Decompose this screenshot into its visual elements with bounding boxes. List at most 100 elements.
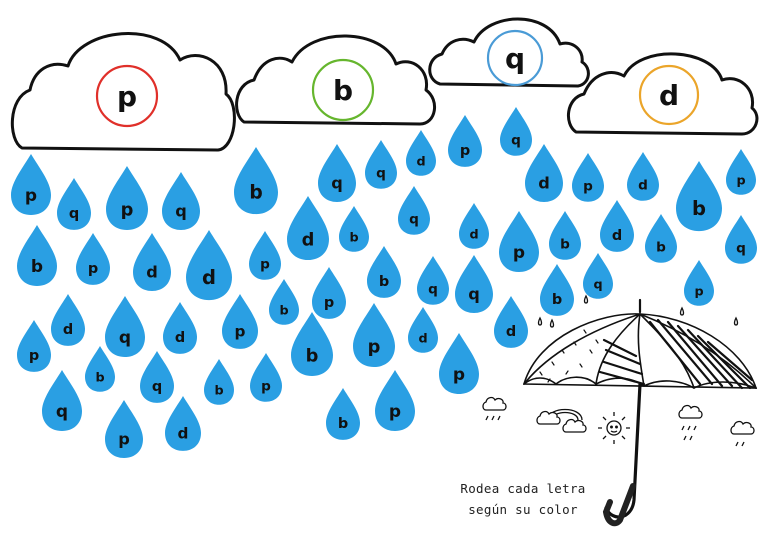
- raindrop-d[interactable]: d: [459, 203, 489, 249]
- raindrop-letter: b: [279, 303, 288, 318]
- raindrop-letter: b: [656, 240, 666, 256]
- raindrop-shape: [367, 246, 401, 298]
- raindrop-shape: [287, 196, 329, 261]
- raindrop-p[interactable]: p: [499, 211, 539, 272]
- raindrop-q[interactable]: q: [162, 172, 200, 230]
- raindrop-p[interactable]: p: [375, 370, 415, 431]
- instruction-line-1: Rodea cada letra: [460, 481, 586, 496]
- raindrop-b[interactable]: b: [234, 147, 278, 215]
- raindrop-shape: [312, 267, 346, 319]
- raindrop-p[interactable]: p: [222, 294, 258, 349]
- letter-ring: [486, 29, 544, 87]
- raindrop-shape: [140, 351, 174, 403]
- rainbow-cloud-icon: [536, 408, 583, 425]
- raindrop-p[interactable]: p: [439, 333, 479, 394]
- raindrop-b[interactable]: b: [269, 279, 299, 325]
- raindrop-q[interactable]: q: [455, 255, 493, 313]
- raindrop-d[interactable]: d: [627, 152, 659, 201]
- raindrop-shape: [600, 200, 634, 252]
- raindrop-b[interactable]: b: [645, 214, 677, 263]
- raindrop-p[interactable]: p: [11, 154, 51, 215]
- raindrop-letter: p: [513, 243, 525, 263]
- raindrop-d[interactable]: d: [408, 307, 438, 353]
- raindrop-shape: [57, 178, 91, 230]
- raindrop-letter: b: [552, 292, 562, 308]
- raindrop-d[interactable]: d: [600, 200, 634, 252]
- raindrop-b[interactable]: b: [549, 211, 581, 260]
- raindrop-q[interactable]: q: [105, 296, 145, 357]
- raindrop-letter: d: [506, 324, 516, 340]
- raindrop-letter: p: [583, 179, 593, 195]
- raindrop-p[interactable]: p: [250, 353, 282, 402]
- raindrop-d[interactable]: d: [494, 296, 528, 348]
- raindrop-letter: p: [25, 186, 37, 206]
- raindrop-q[interactable]: q: [583, 253, 613, 299]
- raindrop-q[interactable]: q: [57, 178, 91, 230]
- raindrop-q[interactable]: q: [318, 144, 356, 202]
- raindrop-q[interactable]: q: [365, 140, 397, 189]
- raindrop-p[interactable]: p: [17, 320, 51, 372]
- raindrop-d[interactable]: d: [165, 396, 201, 451]
- raindrop-p[interactable]: p: [249, 231, 281, 280]
- raindrop-p[interactable]: p: [353, 303, 395, 368]
- raindrop-q[interactable]: q: [725, 215, 757, 264]
- raindrop-shape: [234, 147, 278, 215]
- raindrop-b[interactable]: b: [17, 225, 57, 286]
- raindrop-q[interactable]: q: [398, 186, 430, 235]
- raindrop-letter: b: [31, 257, 43, 277]
- raindrop-d[interactable]: d: [186, 230, 232, 301]
- raindrop-q[interactable]: q: [42, 370, 82, 431]
- raindrop-q[interactable]: q: [140, 351, 174, 403]
- raindrop-letter: b: [692, 197, 706, 220]
- raindrop-d[interactable]: d: [51, 294, 85, 346]
- raindrop-p[interactable]: p: [76, 233, 110, 285]
- raindrop-letter: b: [379, 274, 389, 290]
- raindrop-letter: q: [175, 202, 187, 221]
- raindrop-q[interactable]: q: [417, 255, 449, 305]
- raindrop-b[interactable]: b: [367, 246, 401, 298]
- cloud-letter-text: q: [505, 42, 525, 75]
- raindrop-d[interactable]: d: [406, 130, 436, 176]
- raindrop-d[interactable]: d: [133, 233, 171, 291]
- letter-ring: [638, 64, 700, 126]
- raindrop-letter: d: [146, 263, 158, 282]
- raindrop-letter: b: [95, 370, 104, 385]
- sun-icon: [598, 412, 630, 444]
- raindrop-d[interactable]: d: [525, 144, 563, 202]
- cloud-letter-b: b: [311, 58, 375, 122]
- instruction-text: Rodea cada letra según su color: [448, 478, 598, 520]
- raindrop-d[interactable]: d: [163, 302, 197, 354]
- raindrop-letter: q: [736, 241, 746, 257]
- raindrop-p[interactable]: p: [312, 267, 346, 319]
- raindrop-b[interactable]: b: [204, 359, 234, 405]
- raindrop-letter: p: [324, 295, 334, 311]
- raindrop-letter: d: [612, 228, 622, 244]
- raindrop-b[interactable]: b: [85, 346, 115, 392]
- raindrop-letter: q: [409, 212, 419, 228]
- raindrop-p[interactable]: p: [726, 149, 756, 195]
- raindrop-p[interactable]: p: [684, 260, 714, 306]
- raindrop-p[interactable]: p: [448, 115, 482, 167]
- raindrop-d[interactable]: d: [287, 196, 329, 261]
- raindrop-letter: q: [152, 379, 162, 395]
- raindrop-p[interactable]: p: [105, 400, 143, 458]
- raindrop-shape: [163, 302, 197, 354]
- raindrop-letter: b: [306, 345, 319, 366]
- raindrop-b[interactable]: b: [540, 264, 574, 316]
- raindrop-letter: p: [460, 143, 470, 159]
- raindrop-letter: d: [302, 229, 315, 250]
- raindrop-b[interactable]: b: [291, 312, 333, 377]
- raindrop-p[interactable]: p: [572, 153, 604, 202]
- raindrop-letter: d: [416, 154, 425, 169]
- raindrop-b[interactable]: b: [676, 161, 722, 232]
- raindrop-letter: d: [638, 178, 648, 194]
- raindrop-b[interactable]: b: [339, 206, 369, 252]
- cloud-letter-d: d: [638, 64, 700, 126]
- raindrop-letter: d: [538, 174, 550, 193]
- raindrop-b[interactable]: b: [326, 388, 360, 440]
- raindrop-shape: [540, 264, 574, 316]
- raindrop-q[interactable]: q: [500, 107, 532, 156]
- raindrop-p[interactable]: p: [106, 166, 148, 231]
